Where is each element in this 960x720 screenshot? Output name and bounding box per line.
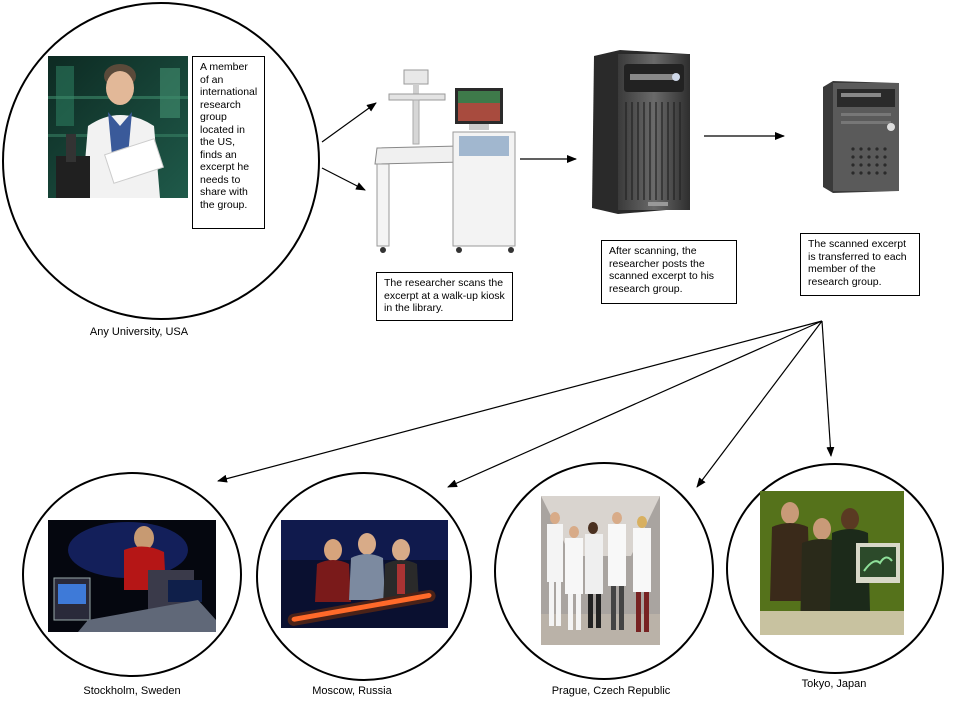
lab-technician-photo <box>48 520 216 632</box>
team-at-monitors-photo <box>760 491 904 635</box>
moscow-caption: Moscow, Russia <box>312 685 392 697</box>
arrow-to-tokyo <box>821 320 835 457</box>
kiosk-note: The researcher scans the excerpt at a wa… <box>376 272 513 321</box>
three-researchers-photo <box>281 520 448 628</box>
arrow-origin-to-kiosk-lower <box>321 167 366 191</box>
origin-note: A member of an international research gr… <box>192 56 265 229</box>
arrow-origin-to-kiosk-upper <box>321 102 377 143</box>
server-note: After scanning, the researcher posts the… <box>601 240 737 304</box>
doctors-walking-photo <box>541 496 660 645</box>
tower-note: The scanned excerpt is transferred to ea… <box>800 233 920 296</box>
tower-server-icon <box>821 81 901 193</box>
scanner-kiosk-icon <box>373 66 519 256</box>
prague-caption: Prague, Czech Republic <box>551 685 671 697</box>
stockholm-caption: Stockholm, Sweden <box>83 685 181 697</box>
origin-caption: Any University, USA <box>89 326 189 338</box>
scientist-with-microscope-photo <box>48 56 188 198</box>
large-server-icon <box>588 50 694 215</box>
arrow-to-stockholm <box>217 320 823 483</box>
arrow-to-moscow <box>447 320 823 488</box>
arrow-to-prague <box>696 320 823 488</box>
tokyo-caption: Tokyo, Japan <box>801 678 867 690</box>
